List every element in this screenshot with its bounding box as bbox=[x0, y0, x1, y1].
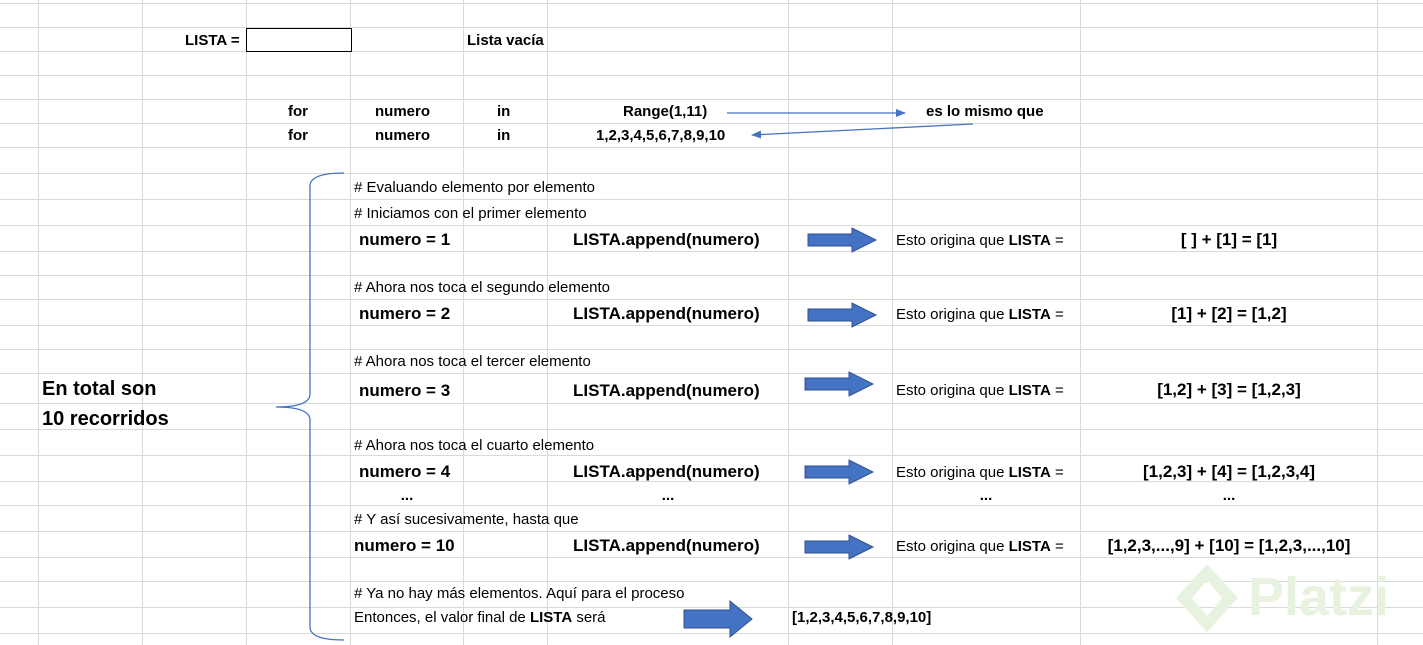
step-assign: numero = 10 bbox=[354, 536, 455, 555]
step-assign: numero = 2 bbox=[359, 304, 451, 323]
ellipsis: ... bbox=[400, 487, 414, 504]
step-result: [1,2] + [3] = [1,2,3] bbox=[1157, 380, 1301, 399]
for-keyword: for bbox=[288, 103, 308, 120]
step-origin-text: Esto origina que LISTA = bbox=[896, 464, 1064, 481]
block-arrow-icon bbox=[683, 599, 753, 639]
lista-cell[interactable] bbox=[246, 28, 352, 52]
in-keyword: in bbox=[497, 103, 511, 120]
block-arrow-icon bbox=[807, 227, 878, 253]
comment-tercer: # Ahora nos toca el tercer elemento bbox=[354, 353, 591, 370]
total-label-line2: 10 recorridos bbox=[42, 408, 169, 430]
step-origin-text: Esto origina que LISTA = bbox=[896, 232, 1064, 249]
step-origin-text: Esto origina que LISTA = bbox=[896, 306, 1064, 323]
step-assign: numero = 3 bbox=[359, 381, 451, 400]
explicit-iterable: 1,2,3,4,5,6,7,8,9,10 bbox=[596, 127, 726, 144]
loop-variable: numero bbox=[375, 127, 431, 144]
step-append-call: LISTA.append(numero) bbox=[573, 381, 760, 400]
block-arrow-icon bbox=[807, 302, 878, 328]
comment-sucesivamente: # Y así sucesivamente, hasta que bbox=[354, 511, 579, 528]
step-result: [1,2,3] + [4] = [1,2,3,4] bbox=[1143, 462, 1315, 481]
step-assign: numero = 4 bbox=[359, 462, 451, 481]
comment-segundo: # Ahora nos toca el segundo elemento bbox=[354, 279, 611, 296]
same-as-note: es lo mismo que bbox=[926, 103, 1044, 120]
in-keyword: in bbox=[497, 127, 511, 144]
comment-evaluando: # Evaluando elemento por elemento bbox=[354, 179, 595, 196]
step-append-call: LISTA.append(numero) bbox=[573, 230, 760, 249]
total-label-line1: En total son bbox=[42, 378, 157, 400]
block-arrow-icon bbox=[804, 459, 875, 485]
platzi-logo-icon bbox=[1176, 564, 1238, 632]
ellipsis: ... bbox=[1222, 487, 1236, 504]
range-iterable: Range(1,11) bbox=[623, 103, 708, 120]
comment-no-hay: # Ya no hay más elementos. Aquí para el … bbox=[354, 585, 685, 602]
step-result: [1,2,3,...,9] + [10] = [1,2,3,...,10] bbox=[1107, 536, 1351, 555]
curly-brace bbox=[275, 172, 345, 641]
return-arrow bbox=[751, 123, 974, 139]
comment-cuarto: # Ahora nos toca el cuarto elemento bbox=[354, 437, 595, 454]
lista-vacia-label: Lista vacía bbox=[467, 32, 544, 49]
step-append-call: LISTA.append(numero) bbox=[573, 304, 760, 323]
step-result: [1] + [2] = [1,2] bbox=[1171, 304, 1287, 323]
lista-label: LISTA = bbox=[185, 32, 240, 49]
block-arrow-icon bbox=[804, 371, 875, 397]
step-append-call: LISTA.append(numero) bbox=[573, 462, 760, 481]
step-assign: numero = 1 bbox=[359, 230, 451, 249]
platzi-watermark: Platzi bbox=[1248, 567, 1390, 627]
block-arrow-icon bbox=[804, 534, 875, 560]
for-keyword: for bbox=[288, 127, 308, 144]
final-text: Entonces, el valor final de LISTA será bbox=[354, 609, 606, 626]
comment-iniciamos: # Iniciamos con el primer elemento bbox=[354, 205, 587, 222]
ellipsis: ... bbox=[661, 487, 675, 504]
step-origin-text: Esto origina que LISTA = bbox=[896, 538, 1064, 555]
final-value: [1,2,3,4,5,6,7,8,9,10] bbox=[792, 609, 932, 626]
ellipsis: ... bbox=[979, 487, 993, 504]
step-append-call: LISTA.append(numero) bbox=[573, 536, 760, 555]
step-origin-text: Esto origina que LISTA = bbox=[896, 382, 1064, 399]
loop-variable: numero bbox=[375, 103, 431, 120]
step-result: [ ] + [1] = [1] bbox=[1180, 230, 1278, 249]
